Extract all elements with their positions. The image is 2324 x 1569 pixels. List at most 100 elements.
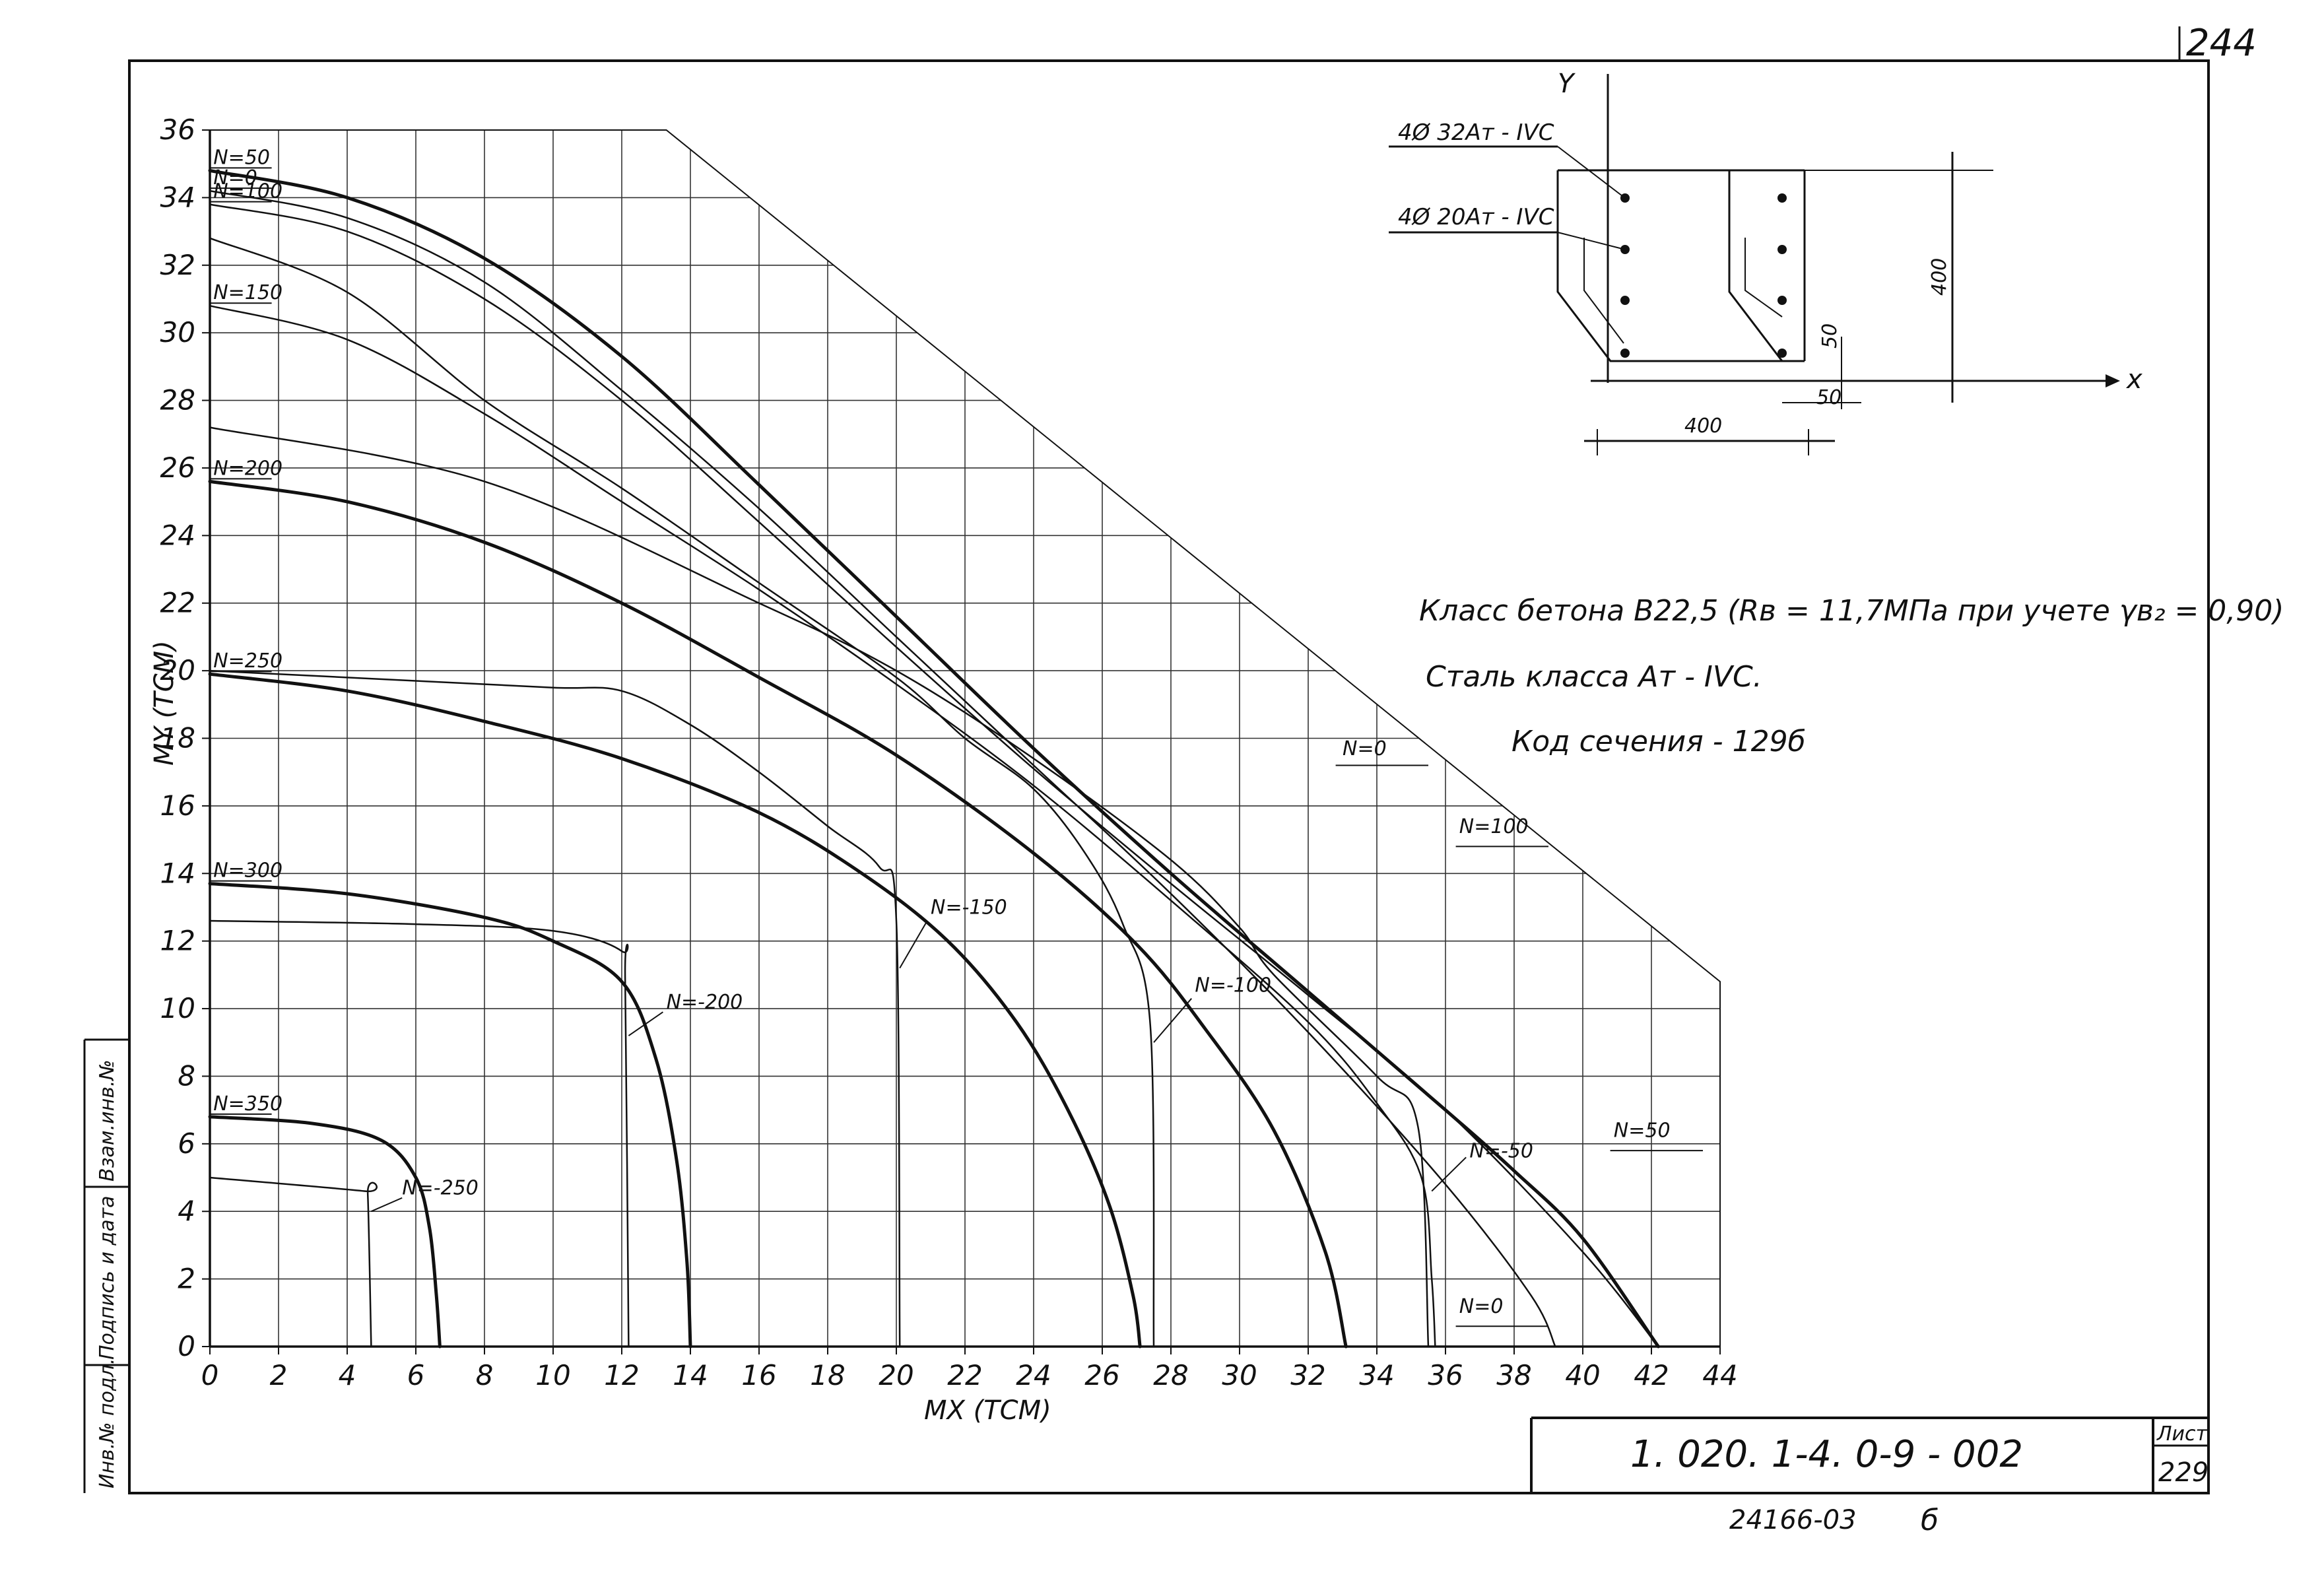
x-tick-label: 0 xyxy=(201,1359,219,1391)
series-label-left: N=100 xyxy=(213,180,282,203)
y-tick-label: 26 xyxy=(160,451,195,484)
rebar-dot xyxy=(1777,245,1787,254)
series-label-left: N=200 xyxy=(213,457,282,480)
series-line xyxy=(209,919,630,1348)
series-label: N=-50 xyxy=(1469,1139,1533,1162)
series-label: N=100 xyxy=(1459,815,1529,838)
side-stamp-signature: Подпись и дата xyxy=(96,1196,119,1360)
x-tick-label: 12 xyxy=(604,1359,639,1391)
x-tick-label: 30 xyxy=(1222,1359,1257,1391)
x-tick-label: 38 xyxy=(1496,1359,1531,1391)
x-tick-label: 24 xyxy=(1016,1359,1051,1391)
series-line xyxy=(209,304,1436,1348)
x-tick-label: 8 xyxy=(476,1359,494,1391)
series-label-leader xyxy=(899,920,928,969)
series-label: N=-200 xyxy=(667,991,743,1014)
series-label-leader xyxy=(1431,1156,1467,1192)
x-tick-label: 18 xyxy=(810,1359,845,1391)
x-tick-label: 28 xyxy=(1153,1359,1188,1391)
sheet-label: Лист xyxy=(2156,1422,2208,1446)
limit-boundary xyxy=(210,129,1721,1347)
x-tick-label: 34 xyxy=(1359,1359,1394,1391)
y-tick-label: 2 xyxy=(178,1263,195,1295)
series-label: N=-150 xyxy=(931,896,1007,919)
sheet-frame xyxy=(128,59,2210,1494)
page-number: 244 xyxy=(2186,22,2257,65)
series-line xyxy=(209,669,901,1348)
height-dim-label: 400 xyxy=(1928,258,1951,296)
series-label-leader xyxy=(1153,998,1192,1043)
y-tick-label: 36 xyxy=(160,114,195,146)
series-label-leader xyxy=(370,1197,403,1213)
y-tick-label: 0 xyxy=(178,1330,195,1362)
series-label-left: N=150 xyxy=(213,281,282,304)
chart-axes xyxy=(202,129,1721,1354)
x-axis-label: MX (ТСМ) xyxy=(924,1395,1051,1426)
x-tick-label: 6 xyxy=(407,1359,425,1391)
rebar-mid-label: 4Ø 20Ат - IVC xyxy=(1398,204,1554,230)
series-label-left: N=250 xyxy=(213,650,282,673)
format-letter: б xyxy=(1921,1504,1939,1537)
series-labels: N=0N=0N=0N=50N=50N=100N=100N=150N=200N=2… xyxy=(210,146,1703,1327)
rebar-top-label: 4Ø 32Ат - IVC xyxy=(1398,119,1554,146)
cover-v-label: 50 xyxy=(1818,323,1842,349)
series-label: N=0 xyxy=(1343,737,1387,760)
doc-code: 1. 020. 1-4. 0-9 - 002 xyxy=(1630,1433,2023,1476)
archive-number: 24166-03 xyxy=(1729,1505,1857,1535)
x-tick-label: 32 xyxy=(1290,1359,1325,1391)
series-label: N=50 xyxy=(1614,1119,1671,1143)
x-tick-label: 16 xyxy=(741,1359,776,1391)
series-line xyxy=(209,237,1155,1348)
rebar-dot xyxy=(1620,349,1630,358)
series-line xyxy=(208,168,1660,1349)
notes: Класс бетона В22,5 (Rв = 11,7МПа при уче… xyxy=(1419,594,2284,758)
rebar-dot xyxy=(1620,296,1630,305)
x-tick-label: 40 xyxy=(1565,1359,1600,1391)
y-axis-label: MY (ТСМ) xyxy=(149,640,180,766)
rebar-dot xyxy=(1777,193,1787,203)
series-label-left: N=50 xyxy=(213,146,270,169)
side-stamp-replace: Взам.инв.№ xyxy=(96,1059,119,1182)
y-tick-label: 34 xyxy=(160,181,195,213)
y-tick-label: 12 xyxy=(160,925,195,957)
y-tick-label: 20 xyxy=(160,654,195,686)
rebar-dot xyxy=(1777,349,1787,358)
section-x-arrow xyxy=(2106,374,2120,387)
y-tick-label: 30 xyxy=(160,316,195,349)
series-label: N=-100 xyxy=(1195,974,1271,997)
title-block: 1. 020. 1-4. 0-9 - 002 Лист 229 24166-03… xyxy=(1530,1417,2208,1537)
series-label-left: N=300 xyxy=(213,859,282,883)
sheet-number: 229 xyxy=(2158,1457,2208,1488)
y-tick-label: 4 xyxy=(178,1195,195,1227)
y-tick-label: 24 xyxy=(160,519,195,551)
side-stamp-inv: Инв.№ подл. xyxy=(96,1358,119,1488)
series-line xyxy=(209,203,1659,1348)
series-label-left: N=0 xyxy=(213,166,257,189)
series-label: N=0 xyxy=(1459,1295,1504,1318)
note-section-code: Код сечения - 129б xyxy=(1511,725,1806,758)
series-line xyxy=(208,479,1348,1349)
x-tick-label: 42 xyxy=(1634,1359,1669,1391)
y-tick-label: 8 xyxy=(178,1059,195,1092)
y-tick-label: 22 xyxy=(160,587,195,619)
chart-series xyxy=(208,168,1660,1349)
y-tick-label: 6 xyxy=(178,1127,195,1160)
x-tick-label: 14 xyxy=(673,1359,708,1391)
series-line xyxy=(209,426,1430,1348)
width-dim-label: 400 xyxy=(1684,415,1722,438)
series-label-left: N=350 xyxy=(213,1092,282,1116)
side-stamp: Инв.№ подл. Подпись и дата Взам.инв.№ xyxy=(83,1038,129,1493)
cover-h-label: 50 xyxy=(1816,386,1842,409)
y-tick-label: 16 xyxy=(160,789,195,822)
cross-section-sketch: Y x 4Ø 32Ат - IVC 4Ø 20Ат - IVC 400 50 5… xyxy=(1389,69,2142,455)
y-tick-label: 10 xyxy=(160,992,195,1024)
series-line xyxy=(209,189,1556,1348)
section-outline xyxy=(1556,169,1785,362)
series-line xyxy=(209,1176,378,1348)
section-y-label: Y xyxy=(1558,69,1576,99)
x-tick-label: 36 xyxy=(1428,1359,1463,1391)
x-tick-label: 20 xyxy=(879,1359,913,1391)
